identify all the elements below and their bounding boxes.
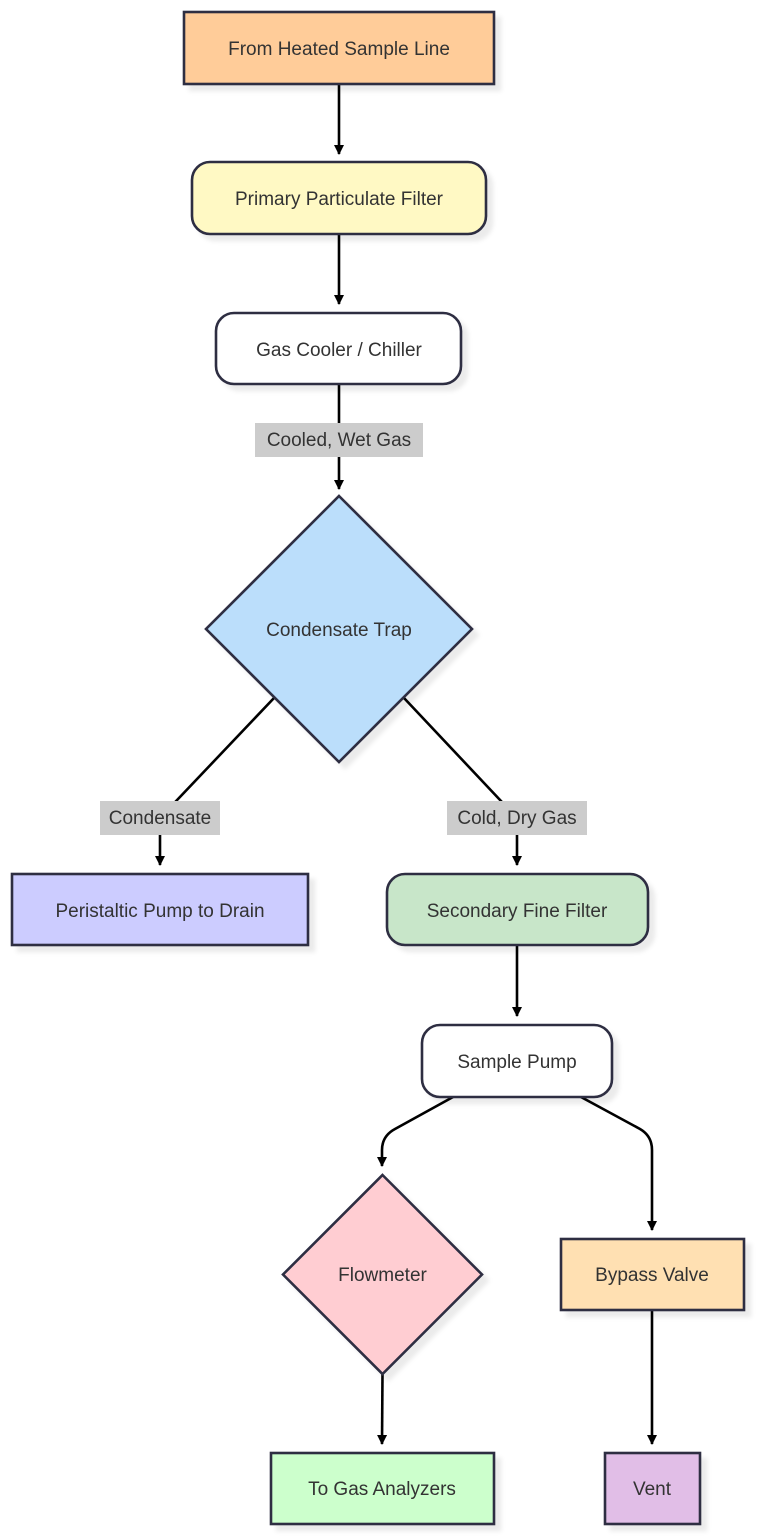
- node-vent[interactable]: Vent: [603, 1451, 702, 1526]
- node-label: Peristaltic Pump to Drain: [55, 901, 264, 922]
- node-from-heated-sample-line[interactable]: From Heated Sample Line: [182, 10, 496, 86]
- edge-label-text: Condensate: [109, 808, 211, 829]
- edge-sample-pump-to-bypass: [580, 1095, 657, 1231]
- node-label: Sample Pump: [457, 1052, 576, 1073]
- node-label: Vent: [633, 1479, 672, 1500]
- edge-trap-to-fine-filter: [403, 697, 522, 866]
- node-label: To Gas Analyzers: [308, 1479, 456, 1500]
- node-label: Flowmeter: [338, 1265, 427, 1286]
- node-label: Primary Particulate Filter: [235, 189, 444, 210]
- node-label: Bypass Valve: [595, 1265, 709, 1286]
- node-to-gas-analyzers[interactable]: To Gas Analyzers: [269, 1451, 496, 1526]
- edge-label-text: Cooled, Wet Gas: [267, 430, 411, 451]
- edge-sample-pump-to-flowmeter: [377, 1095, 454, 1167]
- node-peristaltic-pump-to-drain[interactable]: Peristaltic Pump to Drain: [10, 872, 310, 947]
- node-secondary-fine-filter[interactable]: Secondary Fine Filter: [385, 872, 650, 947]
- node-label: From Heated Sample Line: [228, 39, 450, 60]
- node-flowmeter[interactable]: Flowmeter: [281, 1173, 484, 1376]
- node-bypass-valve[interactable]: Bypass Valve: [559, 1237, 746, 1312]
- node-label: Gas Cooler / Chiller: [256, 340, 422, 361]
- edge-trap-to-drain-pump: [155, 697, 275, 866]
- node-sample-pump[interactable]: Sample Pump: [420, 1023, 614, 1099]
- edge-label-condensate: Condensate: [100, 801, 220, 835]
- node-condensate-trap[interactable]: Condensate Trap: [204, 494, 474, 764]
- node-gas-cooler-chiller[interactable]: Gas Cooler / Chiller: [214, 311, 463, 386]
- edge-label-cooled-wet-gas: Cooled, Wet Gas: [255, 423, 423, 457]
- node-primary-particulate-filter[interactable]: Primary Particulate Filter: [190, 160, 488, 236]
- node-label: Condensate Trap: [266, 620, 412, 641]
- node-label: Secondary Fine Filter: [427, 901, 608, 922]
- edge-flowmeter-to-analyzers: [377, 1373, 388, 1445]
- edge-label-text: Cold, Dry Gas: [457, 808, 576, 829]
- edge-label-cold-dry-gas: Cold, Dry Gas: [447, 801, 587, 835]
